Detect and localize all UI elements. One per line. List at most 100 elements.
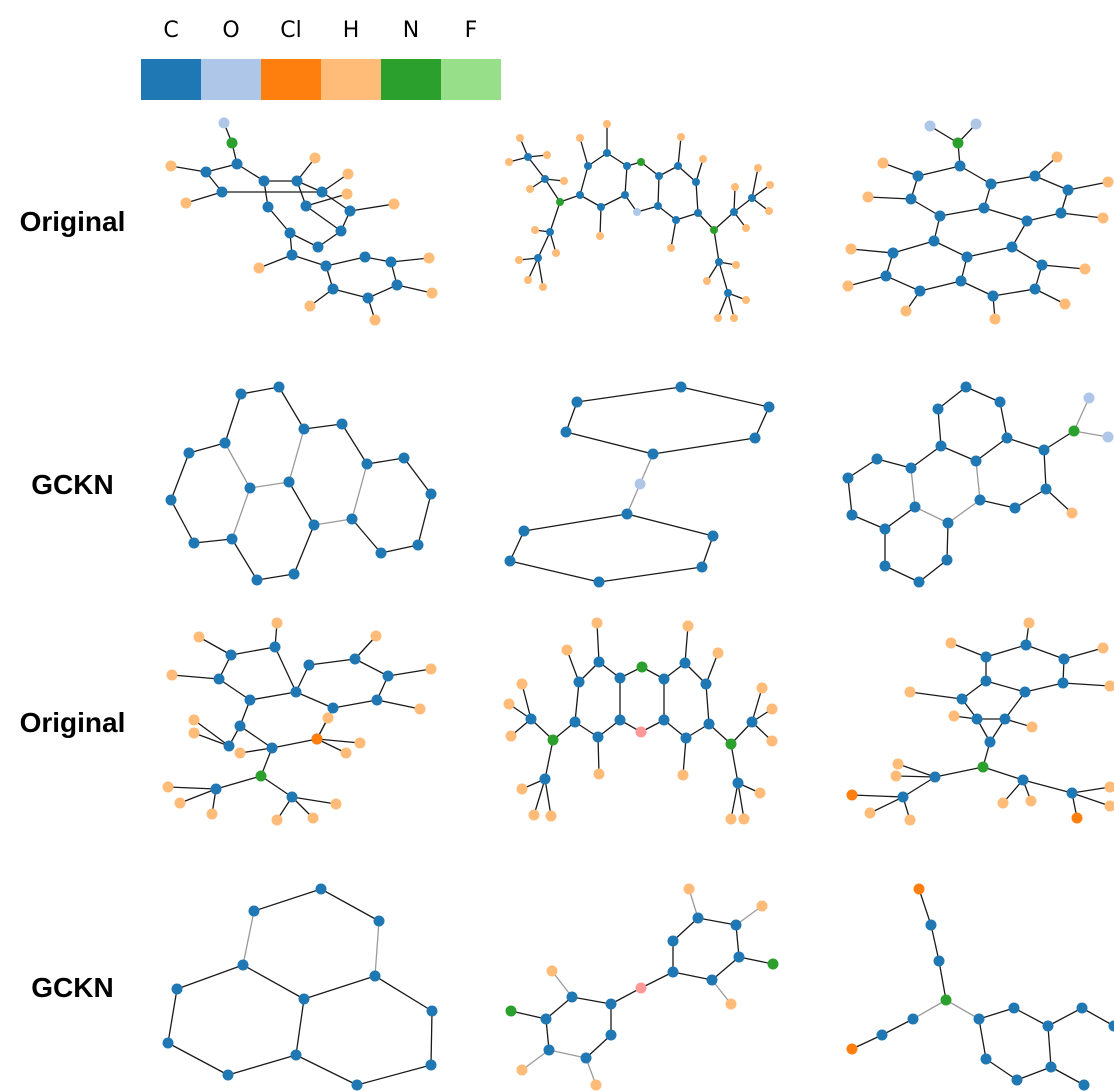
- atom-h: [234, 747, 246, 759]
- bond: [682, 737, 687, 776]
- molecule-gckn-row2-col1: [165, 381, 437, 586]
- bond: [215, 775, 262, 790]
- bond: [509, 530, 525, 562]
- atom-h: [904, 814, 916, 826]
- legend-label-n: N: [403, 18, 419, 43]
- bond: [1013, 1007, 1049, 1027]
- bond: [914, 506, 949, 524]
- atom-c: [1055, 207, 1067, 219]
- bond: [376, 699, 421, 710]
- bond: [193, 719, 230, 747]
- atom-c: [162, 1037, 174, 1049]
- atom-h: [904, 686, 916, 698]
- bond: [947, 499, 981, 524]
- bond: [950, 642, 987, 658]
- bond: [527, 156, 546, 180]
- bond: [999, 401, 1008, 439]
- legend-label-c: C: [163, 18, 178, 43]
- atom-c: [560, 426, 572, 438]
- atom-h: [342, 168, 354, 180]
- atom-h: [162, 781, 174, 793]
- atom-c: [303, 659, 315, 671]
- bond: [170, 499, 195, 544]
- bond: [847, 275, 887, 287]
- atom-c: [320, 260, 332, 272]
- atom-h: [725, 813, 737, 825]
- bond: [966, 246, 1013, 258]
- bond: [937, 386, 967, 410]
- bond: [624, 165, 628, 196]
- bond: [396, 284, 433, 294]
- bond: [576, 386, 682, 403]
- atom-c: [732, 777, 744, 789]
- atom-h: [188, 727, 200, 739]
- bond: [1016, 1066, 1052, 1081]
- atom-c: [724, 289, 732, 297]
- atom-c: [907, 1013, 919, 1025]
- bond: [260, 775, 293, 798]
- bond: [959, 165, 992, 185]
- bond: [231, 538, 258, 581]
- atom-h: [989, 313, 1001, 325]
- atom-c: [913, 576, 925, 588]
- atom-o: [634, 478, 646, 490]
- bond: [179, 788, 217, 804]
- bond: [571, 996, 612, 1005]
- molecule-original-row1-col1: [165, 117, 438, 326]
- atom-o: [970, 118, 982, 130]
- bond: [574, 681, 580, 723]
- bond: [1073, 430, 1109, 438]
- atom-c: [621, 508, 633, 520]
- atom-c: [692, 912, 704, 924]
- atom-c: [674, 162, 682, 170]
- atom-c: [846, 509, 858, 521]
- atom-h: [206, 808, 218, 820]
- bond: [657, 175, 660, 207]
- atom-c: [592, 731, 604, 743]
- bond: [354, 658, 389, 677]
- bond: [313, 518, 353, 526]
- atom-c: [679, 657, 691, 669]
- atom-cl: [1071, 812, 1083, 824]
- bond: [1062, 682, 1111, 687]
- atom-c: [335, 225, 347, 237]
- atom-n: [226, 137, 238, 149]
- bond: [167, 1042, 229, 1076]
- bond: [1073, 397, 1090, 432]
- bond: [1043, 430, 1075, 451]
- molecule-gckn-row4-col3: [846, 883, 1114, 1091]
- bond: [1025, 644, 1065, 660]
- atom-c: [980, 651, 992, 663]
- atom-c: [680, 732, 692, 744]
- atom-c: [925, 919, 937, 931]
- atom-c: [879, 523, 891, 535]
- bond: [193, 732, 230, 747]
- bond: [291, 796, 337, 805]
- atom-c: [269, 641, 281, 653]
- atom-h: [546, 965, 558, 977]
- atom-h: [524, 276, 532, 284]
- atom-h: [1097, 642, 1109, 654]
- atom-c: [425, 488, 437, 500]
- bond: [1047, 1025, 1052, 1068]
- atom-c: [382, 670, 394, 682]
- atom-c: [658, 714, 670, 726]
- atom-c: [375, 547, 387, 559]
- atom-c: [842, 472, 854, 484]
- bond: [351, 518, 382, 554]
- bond: [946, 522, 949, 561]
- bond: [985, 680, 1026, 693]
- atom-c: [667, 935, 679, 947]
- atom-c: [262, 201, 274, 213]
- atom-c: [621, 191, 629, 199]
- bond: [303, 423, 343, 430]
- atom-h: [682, 620, 694, 632]
- atom-h: [765, 207, 773, 215]
- bond: [882, 162, 919, 177]
- bond: [544, 178, 561, 203]
- bond: [430, 1010, 433, 1066]
- atom-n: [505, 1005, 517, 1017]
- atom-c: [715, 258, 723, 266]
- bond: [1047, 1007, 1083, 1027]
- atom-c: [222, 1069, 234, 1081]
